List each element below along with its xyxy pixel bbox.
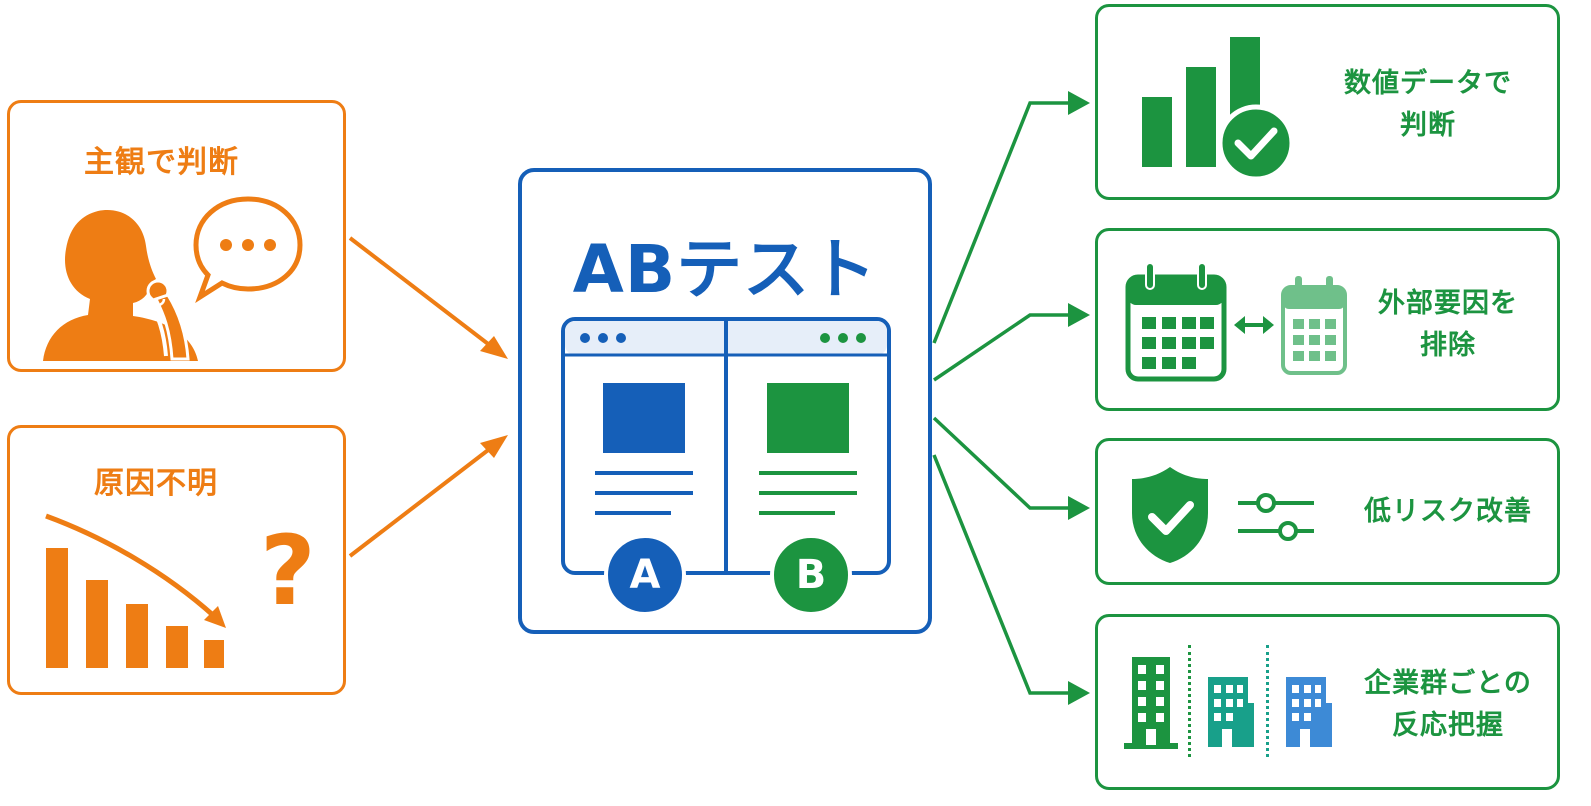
declining-bar-chart-icon [45, 513, 226, 668]
problem-box-subjective: 主観で判断 [7, 100, 346, 372]
question-mark-icon: ? [260, 515, 316, 627]
shield-check-icon [1132, 467, 1208, 563]
benefit-label: 外部要因を 排除 [1378, 288, 1518, 361]
benefit-label: 数値データで 判断 [1344, 68, 1512, 141]
bar-chart-check-icon [1142, 37, 1295, 182]
benefit-box-low-risk: 低リスク改善 [1095, 438, 1560, 585]
problem-box-unknown-cause: 原因不明 ? [7, 425, 346, 695]
problem-label: 原因不明 [94, 466, 218, 501]
benefit-label: 企業群ごとの 反応把握 [1364, 668, 1532, 741]
variant-b-badge: B [770, 534, 852, 616]
ab-test-title: ABテスト [572, 231, 878, 308]
divider [1188, 645, 1191, 757]
building-icon [1208, 677, 1254, 747]
calendar-icon [1125, 262, 1227, 382]
building-icon [1124, 657, 1178, 749]
problem-label: 主観で判断 [84, 145, 239, 180]
ab-test-box: ABテスト A B [518, 168, 932, 634]
divider [1266, 645, 1269, 757]
browser-split-icon [561, 317, 891, 575]
variant-b-label: B [795, 552, 827, 598]
benefit-box-data: 数値データで 判断 [1095, 4, 1560, 200]
swap-arrows-icon [1234, 316, 1274, 334]
calendar-icon [1281, 276, 1347, 375]
variant-a-label: A [629, 552, 661, 598]
building-icon [1286, 677, 1332, 747]
benefit-box-external-factors: 外部要因を 排除 [1095, 228, 1560, 411]
variant-a-badge: A [604, 534, 686, 616]
benefit-box-segment-response: 企業群ごとの 反応把握 [1095, 614, 1560, 790]
sliders-icon [1238, 493, 1314, 541]
benefit-label: 低リスク改善 [1364, 496, 1532, 527]
person-thinking-icon [43, 210, 198, 361]
speech-bubble-icon [193, 196, 303, 303]
